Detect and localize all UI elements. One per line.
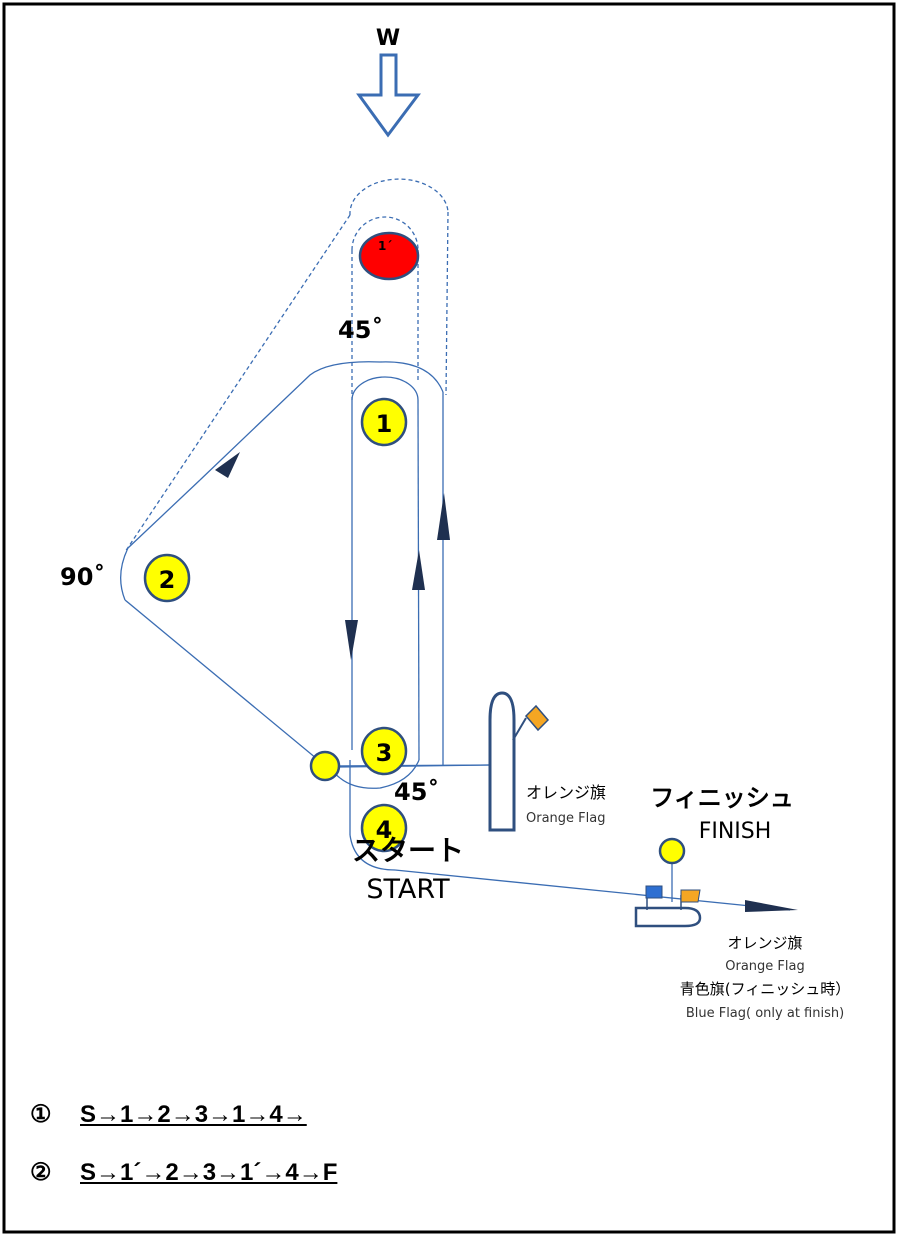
finish-flag-en: Orange Flag (725, 959, 804, 974)
offset-mark-course (124, 178, 449, 553)
start-pin-mark (309, 750, 341, 782)
angle-bottom-label: 45˚ (394, 778, 439, 806)
route-2: ② S→1´→2→3→1´→4→F (30, 1158, 337, 1187)
mark-4-label: 4 (376, 816, 393, 844)
route-2-sequence: S→1´→2→3→1´→4→F (80, 1159, 338, 1186)
mark-1-prime: 1´ (358, 231, 420, 281)
finish-flag-jp: オレンジ旗 (727, 934, 802, 952)
finish-pin-mark (658, 837, 686, 865)
arrow-down-left-icon (215, 452, 240, 478)
course-arrows (215, 452, 798, 912)
arrow-down-icon (345, 620, 358, 660)
wind-label: W (376, 26, 400, 51)
angle-top-label: 45˚ (338, 316, 383, 344)
mark-2: 2 (143, 553, 191, 603)
mark-3-label: 3 (376, 739, 393, 767)
route-2-number: ② (30, 1159, 52, 1186)
route-1-sequence: S→1→2→3→1→4→ (80, 1101, 307, 1128)
mark-1-prime-label: 1´ (378, 239, 392, 253)
mark-1-label: 1 (376, 410, 393, 438)
arrow-up-start-icon (437, 493, 450, 540)
start-flag-en: Orange Flag (526, 811, 605, 826)
angle-left-label: 90˚ (60, 563, 105, 591)
mark-4: 4 (360, 803, 408, 853)
start-boat (488, 691, 550, 832)
arrow-right-icon (745, 900, 798, 912)
start-title-en: START (366, 874, 450, 905)
wind-arrow-icon (356, 53, 421, 138)
finish-title-jp: フィニッシュ (650, 784, 794, 812)
finish-blue-jp: 青色旗(フィニッシュ時） (680, 980, 851, 998)
route-1-number: ① (30, 1101, 52, 1128)
finish-blue-en: Blue Flag( only at finish) (686, 1006, 844, 1021)
finish-boat (634, 885, 702, 928)
start-title-jp: スタート (352, 834, 464, 867)
course-lines (120, 361, 791, 911)
route-1: ① S→1→2→3→1→4→ (30, 1100, 307, 1129)
start-orange-flag-icon (524, 704, 550, 732)
mark-3: 3 (360, 726, 408, 776)
mark-2-label: 2 (159, 566, 176, 594)
finish-title-en: FINISH (699, 819, 772, 844)
arrow-up-icon (412, 550, 425, 590)
finish-orange-flag-icon (680, 889, 701, 903)
start-flag-jp: オレンジ旗 (526, 783, 606, 802)
mark-1: 1 (360, 397, 408, 447)
finish-blue-flag-icon (645, 885, 663, 899)
